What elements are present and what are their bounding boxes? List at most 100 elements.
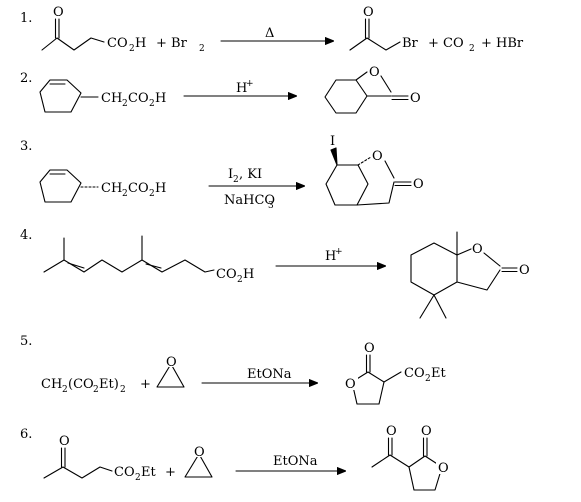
lactone-bond xyxy=(483,252,501,267)
chain-co: CO xyxy=(128,91,149,106)
acid-group-label: CO xyxy=(107,36,128,51)
ring-oxygen-bond xyxy=(355,71,368,81)
bromine-reagent: + Br xyxy=(156,36,188,51)
ketone-oxygen: O xyxy=(53,5,64,20)
cyclopentene-ring xyxy=(39,169,82,203)
chain-subscript: 2 xyxy=(122,189,128,199)
malonate-subscript: 2 xyxy=(120,385,126,395)
cyclopentane-ring xyxy=(324,79,368,114)
bicyclic-lactone: O O xyxy=(324,65,421,114)
ring-oxygen: O xyxy=(438,461,449,476)
iodolactone: I O O xyxy=(325,134,424,206)
chain-subscript: 2 xyxy=(149,99,155,109)
plus-sign: + xyxy=(140,377,151,392)
bromoacetone: O Br xyxy=(349,5,419,51)
malonate-ch2: CH xyxy=(41,377,62,392)
iodine-atom: I xyxy=(330,134,335,149)
chain-ch2: CH xyxy=(101,91,122,106)
epoxide-ring xyxy=(184,453,213,478)
chain-h: H xyxy=(155,91,166,106)
double-bond xyxy=(145,263,162,269)
chain-subscript: 2 xyxy=(149,189,155,199)
malonate-co: (CO xyxy=(68,377,94,392)
geranylacetic-acid: CO 2 H xyxy=(43,235,254,285)
ring-oxygen: O xyxy=(472,242,483,257)
reaction-5: 5. CH 2 (CO 2 Et) 2 + O EtONa O O CO 2 E… xyxy=(20,334,446,405)
ethylene-oxide: O xyxy=(156,354,185,388)
cyclopentene-ring xyxy=(39,79,82,113)
lactone-bond xyxy=(384,160,395,179)
chain-co: CO xyxy=(128,181,149,196)
chain-subscript: 2 xyxy=(122,99,128,109)
ester-co: CO xyxy=(114,465,135,480)
acid-condition-superscript: + xyxy=(335,247,343,257)
reaction-number: 3. xyxy=(20,139,32,154)
butyrolactone-ring xyxy=(408,455,443,491)
reaction-number: 6. xyxy=(20,427,32,442)
epoxide-oxygen: O xyxy=(194,445,205,460)
plus-sign: + xyxy=(165,465,176,480)
cyclohexane-ring xyxy=(410,242,458,296)
ester-et: Et xyxy=(431,366,446,381)
carbon-chain-bond xyxy=(43,237,65,273)
reaction-3: 3. CH 2 CO 2 H I 2 , KI NaHCO 3 I O O xyxy=(20,134,424,211)
reaction-number: 1. xyxy=(20,11,32,26)
ki-reagent: , KI xyxy=(239,167,262,182)
ethylene-oxide: O xyxy=(184,444,213,478)
acid-group-hydrogen: H xyxy=(135,36,146,51)
gem-dimethyl-bond xyxy=(433,294,447,319)
base-subscript: 3 xyxy=(268,201,274,211)
carbonyl-oxygen: O xyxy=(413,177,424,192)
carbonyl-oxygen: O xyxy=(519,263,530,278)
co2-byproduct: + CO xyxy=(428,36,464,51)
ring-oxygen: O xyxy=(372,149,383,164)
malonate-lactone: O O CO 2 Et xyxy=(344,341,446,405)
bromine-atom: Br xyxy=(402,36,419,51)
ester-bond xyxy=(383,371,402,383)
carbon-chain-bond xyxy=(349,37,401,51)
ester-co: CO xyxy=(404,366,425,381)
ketone-oxygen: O xyxy=(363,5,374,20)
ring-oxygen: O xyxy=(369,65,380,80)
ketone-oxygen: O xyxy=(59,434,70,449)
base-condition: EtONa xyxy=(273,454,318,469)
carbonyl-oxygen: O xyxy=(421,424,432,439)
lactone-bond xyxy=(356,181,395,206)
acetyl-bond xyxy=(371,454,410,468)
co2-subscript: 2 xyxy=(469,44,475,54)
carbon-chain-bond xyxy=(41,37,105,51)
base-condition: EtONa xyxy=(247,367,292,382)
reaction-number: 5. xyxy=(20,334,32,349)
acid-co: CO xyxy=(216,267,237,282)
ester-et: Et xyxy=(141,465,156,480)
acetoacetic-acid: O CO 2 H xyxy=(41,5,146,54)
carbon-chain-bond xyxy=(63,259,215,273)
iodine-subscript: 2 xyxy=(233,175,239,185)
heat-condition: Δ xyxy=(265,26,274,41)
wedge-bond xyxy=(330,147,338,166)
iodine-reagent: I xyxy=(228,167,233,182)
reaction-number: 2. xyxy=(20,71,32,86)
ring-oxygen: O xyxy=(345,377,356,392)
malonate-et: Et) xyxy=(99,377,119,392)
acid-h: H xyxy=(243,267,254,282)
cyclopentane-ring xyxy=(325,164,369,206)
carbonyl-oxygen: O xyxy=(410,91,421,106)
ester-subscript: 2 xyxy=(425,374,431,384)
chain-ch2: CH xyxy=(101,181,122,196)
epoxide-ring xyxy=(156,363,185,388)
reaction-4: 4. CO 2 H H + O O xyxy=(20,228,530,319)
decalin-lactone: O O xyxy=(410,231,530,319)
acetyl-butyrolactone: O O O xyxy=(371,424,450,491)
malonate-subscript: 2 xyxy=(62,385,68,395)
acid-condition: H xyxy=(325,249,336,264)
double-bond xyxy=(67,262,85,269)
reaction-6: 6. O CO 2 Et + O EtONa O O O xyxy=(20,424,450,491)
ethyl-acetoacetate: O CO 2 Et xyxy=(43,434,156,483)
acid-condition: H xyxy=(236,81,247,96)
gem-dimethyl-bond xyxy=(419,294,435,319)
ring-oxygen-bond xyxy=(456,248,472,256)
lactone-bond xyxy=(456,269,501,291)
carbonyl-oxygen: O xyxy=(364,341,375,356)
